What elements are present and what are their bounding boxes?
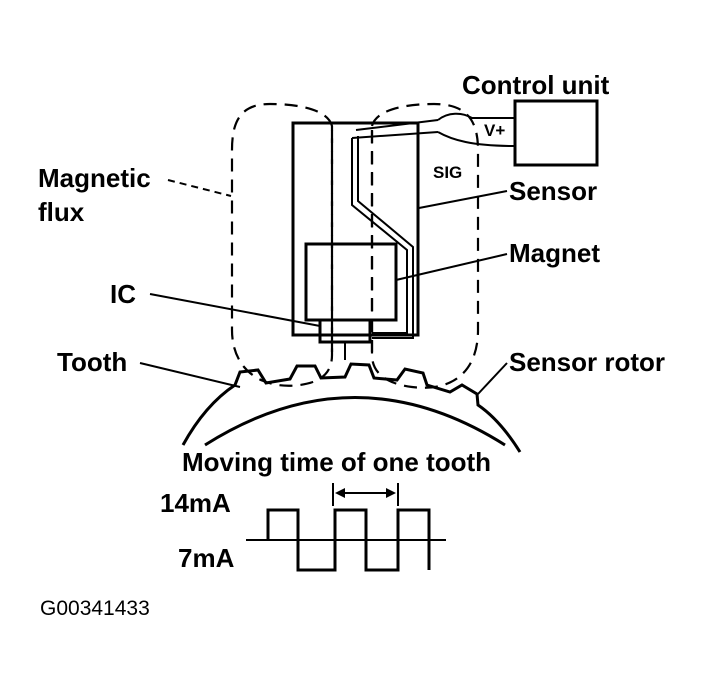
period-marker <box>332 483 399 506</box>
sensor-wires <box>351 112 516 147</box>
ic-leader <box>149 293 321 327</box>
sensor-rotor <box>181 362 522 453</box>
tooth-leader <box>139 362 241 388</box>
tooth-label: Tooth <box>57 347 127 377</box>
sensor-housing <box>291 121 420 337</box>
moving-time-label: Moving time of one tooth <box>182 447 491 477</box>
magnet-leader <box>395 253 508 281</box>
control-unit-label: Control unit <box>462 70 610 100</box>
sensor-label: Sensor <box>509 176 597 206</box>
sensor-rotor-leader <box>477 362 508 395</box>
ic-chip <box>318 318 372 344</box>
reference-code: G00341433 <box>40 597 150 620</box>
magnet-label: Magnet <box>509 238 600 268</box>
sensor-internal-lead <box>351 136 414 339</box>
v-plus-label: V+ <box>484 121 505 140</box>
output-waveform <box>246 508 446 572</box>
current-high-label: 14mA <box>160 488 231 518</box>
sensor-leader <box>418 190 508 209</box>
magnetic-flux-label-2: flux <box>38 197 85 227</box>
current-low-label: 7mA <box>178 543 235 573</box>
magnetic-flux-label-1: Magnetic <box>38 163 151 193</box>
magnet <box>304 242 398 322</box>
control-unit-box <box>513 99 599 167</box>
magnetic-flux-lines <box>230 102 480 389</box>
sig-label: SIG <box>433 163 462 182</box>
sensor-rotor-label: Sensor rotor <box>509 347 665 377</box>
magnetic-flux-leader <box>167 179 232 197</box>
ic-label: IC <box>110 279 136 309</box>
